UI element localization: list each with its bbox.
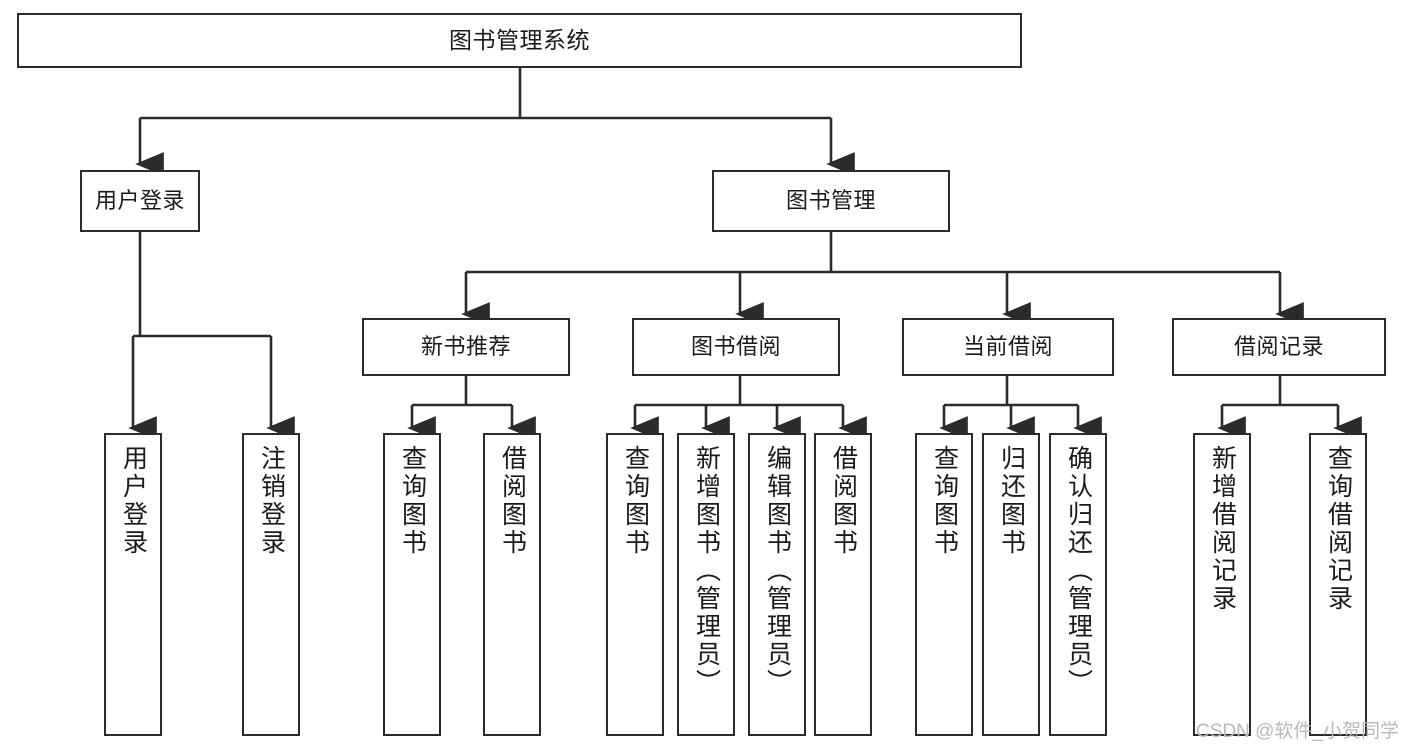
- node-current-borrow[interactable]: 当前借阅: [902, 318, 1114, 376]
- node-label: 新增图书（管理员）: [692, 445, 721, 697]
- node-book-borrow[interactable]: 图书借阅: [632, 318, 840, 376]
- node-label: 查询图书: [930, 445, 959, 557]
- node-label: 编辑图书（管理员）: [763, 445, 792, 697]
- leaf-logout-login[interactable]: 注销登录: [242, 433, 300, 736]
- node-label: 查询图书: [621, 445, 650, 557]
- node-label: 图书管理: [785, 188, 876, 214]
- node-borrow-record[interactable]: 借阅记录: [1172, 318, 1386, 376]
- node-label: 图书借阅: [690, 334, 781, 360]
- node-book-manage[interactable]: 图书管理: [712, 170, 950, 232]
- leaf-query-book-recommend[interactable]: 查询图书: [383, 433, 441, 736]
- node-label: 新增借阅记录: [1208, 445, 1237, 613]
- leaf-add-borrow-record[interactable]: 新增借阅记录: [1193, 433, 1251, 736]
- node-label: 确认归还（管理员）: [1064, 445, 1093, 697]
- leaf-query-book-borrow[interactable]: 查询图书: [606, 433, 664, 736]
- leaf-edit-book-admin[interactable]: 编辑图书（管理员）: [748, 433, 806, 736]
- node-label: 借阅记录: [1233, 334, 1324, 360]
- leaf-user-login[interactable]: 用户登录: [104, 433, 162, 736]
- node-label: 借阅图书: [498, 445, 527, 557]
- node-new-book-recommend[interactable]: 新书推荐: [362, 318, 570, 376]
- node-label: 查询图书: [398, 445, 427, 557]
- node-label: 新书推荐: [420, 334, 511, 360]
- node-label: 查询借阅记录: [1324, 445, 1353, 613]
- leaf-add-book-admin[interactable]: 新增图书（管理员）: [677, 433, 735, 736]
- node-label: 借阅图书: [829, 445, 858, 557]
- leaf-borrow-book-borrow[interactable]: 借阅图书: [814, 433, 872, 736]
- leaf-borrow-book-recommend[interactable]: 借阅图书: [483, 433, 541, 736]
- leaf-confirm-return-admin[interactable]: 确认归还（管理员）: [1049, 433, 1107, 736]
- node-user-login[interactable]: 用户登录: [80, 170, 200, 232]
- leaf-query-book-current[interactable]: 查询图书: [915, 433, 973, 736]
- node-label: 注销登录: [257, 445, 286, 557]
- node-label: 归还图书: [997, 445, 1026, 557]
- leaf-query-borrow-record[interactable]: 查询借阅记录: [1309, 433, 1367, 736]
- leaf-return-book[interactable]: 归还图书: [982, 433, 1040, 736]
- node-label: 当前借阅: [962, 334, 1053, 360]
- node-label: 图书管理系统: [449, 26, 590, 53]
- node-label: 用户登录: [94, 188, 185, 214]
- node-label: 用户登录: [119, 445, 148, 557]
- node-book-management-system[interactable]: 图书管理系统: [17, 13, 1022, 68]
